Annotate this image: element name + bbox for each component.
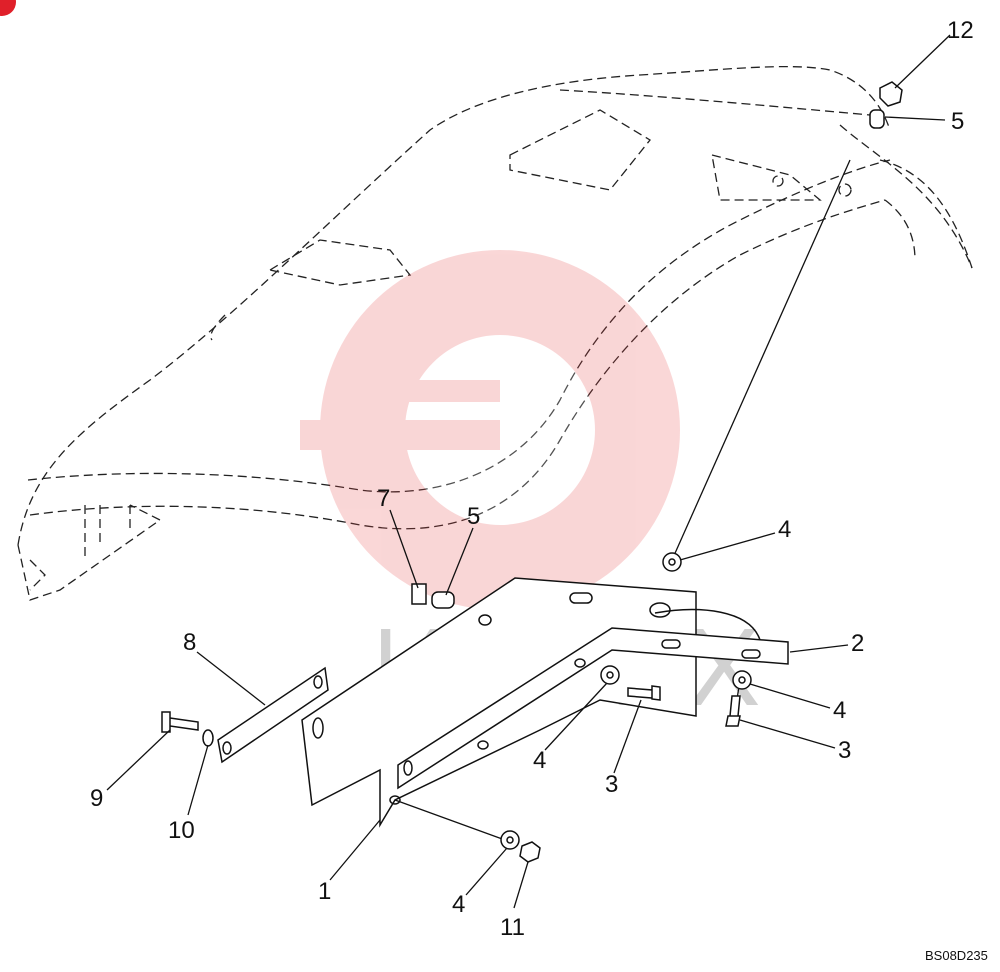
callout-3-b: 3 bbox=[838, 737, 851, 764]
bolt-3-a bbox=[627, 685, 661, 701]
spacer-5-top bbox=[869, 109, 885, 129]
nut-12 bbox=[879, 81, 903, 107]
fender-outline bbox=[17, 65, 973, 601]
callout-9: 9 bbox=[90, 785, 103, 812]
callout-4-d: 4 bbox=[452, 891, 465, 918]
bolt-9 bbox=[161, 711, 199, 733]
washer-4-a bbox=[662, 552, 682, 572]
plate-part-8 bbox=[217, 666, 329, 764]
callout-4-a: 4 bbox=[778, 516, 791, 543]
callout-11: 11 bbox=[500, 914, 525, 941]
hardware bbox=[161, 81, 903, 863]
diagram-code: BS08D235 bbox=[925, 948, 988, 963]
washer-4-c bbox=[732, 670, 752, 690]
nut-11 bbox=[519, 841, 541, 863]
callout-1: 1 bbox=[318, 878, 331, 905]
watermark-gear-icon bbox=[320, 250, 680, 610]
corner-marker bbox=[0, 0, 16, 16]
callout-labels: 12 5 7 5 4 2 8 4 4 3 3 9 10 1 4 11 bbox=[90, 17, 974, 941]
callout-8: 8 bbox=[183, 629, 196, 656]
callout-2: 2 bbox=[851, 630, 864, 657]
callout-10: 10 bbox=[168, 817, 195, 844]
strap-part-2 bbox=[397, 608, 789, 790]
callout-leaders bbox=[106, 34, 951, 909]
callout-7: 7 bbox=[377, 485, 390, 512]
callout-5-top: 5 bbox=[951, 108, 964, 135]
washer-10 bbox=[202, 729, 214, 747]
callout-4-b: 4 bbox=[833, 697, 846, 724]
spacer-5 bbox=[431, 591, 455, 609]
callout-4-c: 4 bbox=[533, 747, 546, 774]
callout-3-a: 3 bbox=[605, 771, 618, 798]
callout-12: 12 bbox=[947, 17, 974, 44]
watermark-logo bbox=[300, 250, 680, 610]
bolt-3-b bbox=[725, 695, 741, 727]
washer-4-d bbox=[500, 830, 520, 850]
washer-4-b bbox=[600, 665, 620, 685]
clip-7 bbox=[411, 583, 427, 605]
callout-5: 5 bbox=[467, 503, 480, 530]
